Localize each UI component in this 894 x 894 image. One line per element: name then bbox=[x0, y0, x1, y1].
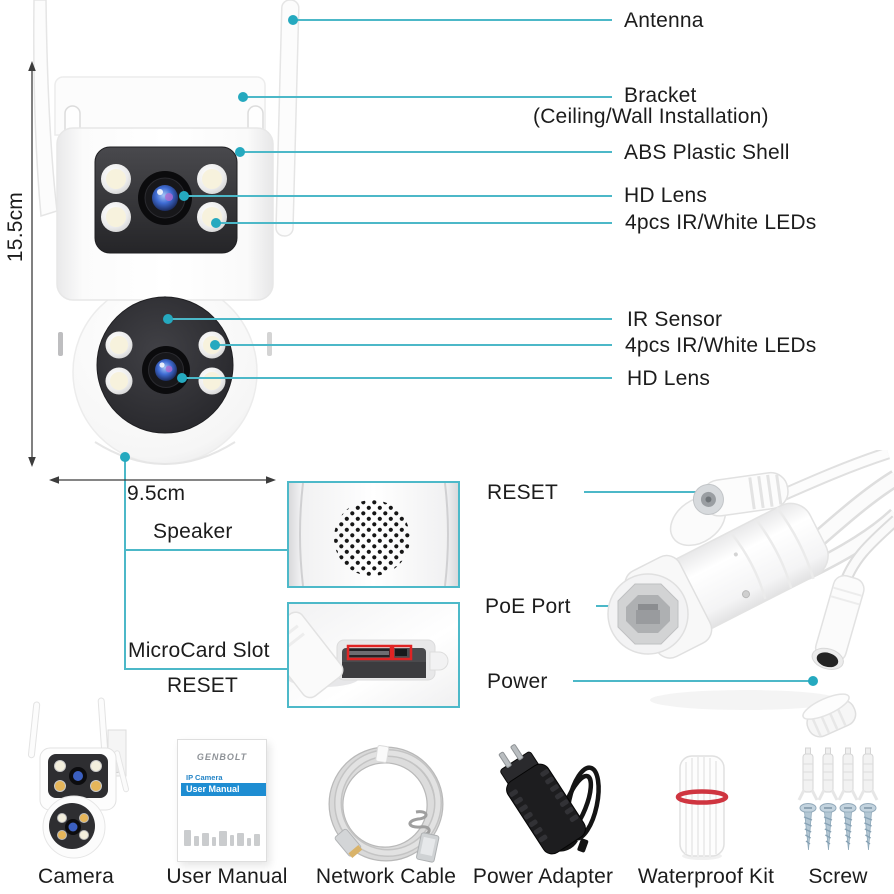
callout-lines bbox=[124, 19, 809, 682]
label-bracket: Bracket bbox=[624, 84, 697, 107]
package-label-camera: Camera bbox=[38, 865, 114, 888]
manual-subtitle: IP Camera bbox=[186, 773, 223, 782]
package-label-power-adapter: Power Adapter bbox=[472, 865, 614, 888]
waterproof-kit-band bbox=[675, 789, 729, 805]
camera-illustration bbox=[33, 0, 300, 465]
hd-lens-bottom-graphic bbox=[142, 346, 190, 394]
label-reset-left: RESET bbox=[167, 674, 239, 697]
label-antenna: Antenna bbox=[624, 9, 704, 32]
speaker-detail-image bbox=[287, 481, 460, 588]
speaker-grille-graphic bbox=[289, 483, 458, 586]
manual-illustrations bbox=[184, 812, 260, 846]
label-microcard-slot: MicroCard Slot bbox=[128, 639, 270, 662]
label-leds-bottom: 4pcs IR/White LEDs bbox=[625, 334, 817, 357]
power-jack bbox=[811, 574, 865, 670]
poe-port-opening bbox=[607, 573, 689, 655]
led-array-top bbox=[101, 164, 227, 232]
adapter-body bbox=[498, 744, 586, 855]
microcard-detail-image bbox=[287, 602, 460, 708]
label-leds-top: 4pcs IR/White LEDs bbox=[625, 211, 817, 234]
package-label-network-cable: Network Cable bbox=[315, 865, 457, 888]
rubber-flap bbox=[289, 611, 344, 699]
power-cap bbox=[802, 693, 857, 738]
package-power-adapter-graphic bbox=[498, 744, 601, 855]
rj45-connector-right bbox=[416, 832, 440, 863]
camera-upper-body bbox=[56, 127, 274, 301]
manual-brand-logo: GENBOLT bbox=[196, 752, 248, 762]
package-user-manual-graphic: GENBOLT IP Camera User Manual bbox=[177, 739, 267, 862]
mounting-screws bbox=[799, 803, 877, 851]
microcard-slot-graphic bbox=[289, 604, 458, 706]
label-ir-sensor: IR Sensor bbox=[627, 308, 723, 331]
card-slot-highlight bbox=[346, 644, 393, 661]
label-poe-port: PoE Port bbox=[485, 595, 571, 618]
label-height-dimension: 15.5cm bbox=[3, 191, 27, 263]
label-power: Power bbox=[487, 670, 548, 693]
package-label-screw: Screw bbox=[808, 865, 868, 888]
label-abs-shell: ABS Plastic Shell bbox=[624, 141, 790, 164]
label-hd-lens-top: HD Lens bbox=[624, 184, 708, 207]
antenna-right bbox=[275, 0, 300, 237]
package-network-cable-graphic bbox=[328, 745, 444, 863]
dimension-lines bbox=[28, 61, 276, 484]
manual-title-banner: User Manual bbox=[181, 783, 266, 796]
label-bracket-sub: (Ceiling/Wall Installation) bbox=[533, 105, 769, 128]
label-width-dimension: 9.5cm bbox=[127, 482, 186, 505]
package-label-waterproof-kit: Waterproof Kit bbox=[637, 865, 775, 888]
label-reset-right: RESET bbox=[487, 481, 559, 504]
package-waterproof-kit-graphic bbox=[675, 755, 729, 860]
pigtail-cable-illustration bbox=[607, 450, 894, 738]
label-hd-lens-bottom: HD Lens bbox=[627, 367, 711, 390]
package-camera-graphic: GENBOLT bbox=[27, 697, 130, 859]
label-speaker: Speaker bbox=[153, 520, 233, 543]
reset-connector bbox=[692, 471, 789, 517]
package-label-user-manual: User Manual bbox=[166, 865, 288, 888]
rj45-connector-left bbox=[334, 828, 363, 858]
camera-ball-face bbox=[96, 296, 234, 434]
package-screws-graphic bbox=[797, 747, 879, 851]
hd-lens-top-graphic bbox=[138, 171, 192, 225]
wall-anchors bbox=[797, 747, 879, 801]
led-array-bottom bbox=[105, 331, 226, 395]
reset-highlight bbox=[391, 644, 413, 661]
